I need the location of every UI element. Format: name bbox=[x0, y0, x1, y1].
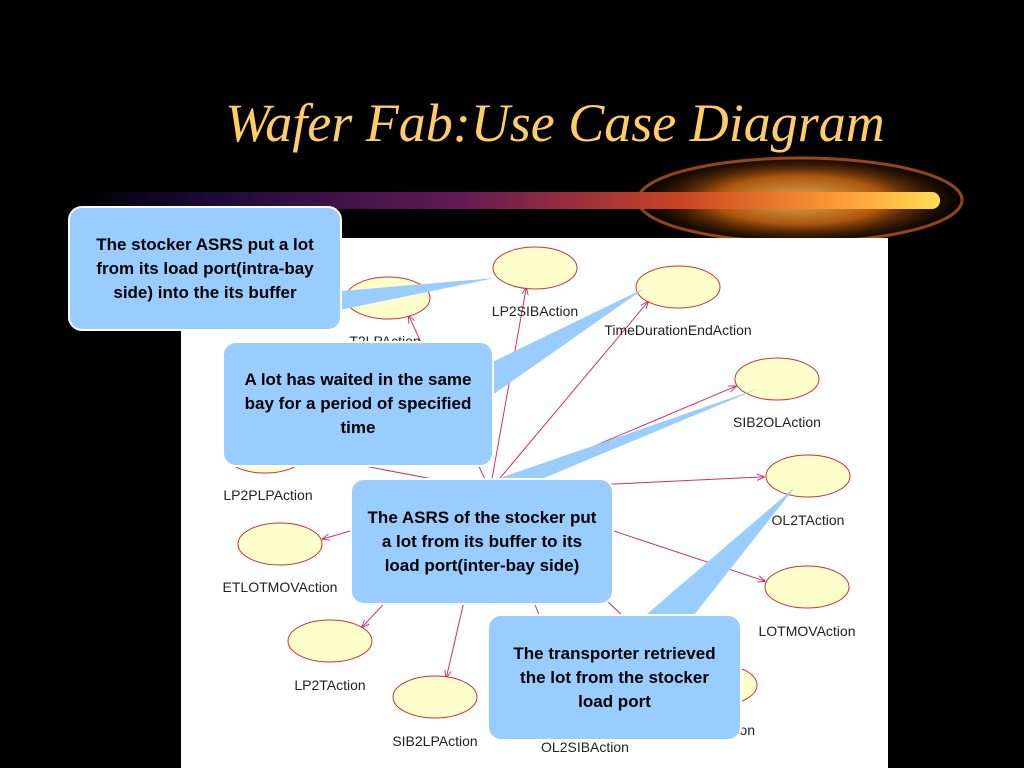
callout-asrs-put-into-buffer: The stocker ASRS put a lot from its load… bbox=[68, 206, 342, 331]
use-case-ellipse bbox=[237, 522, 323, 566]
callout-1-pointer bbox=[330, 278, 495, 312]
association-line bbox=[489, 288, 526, 491]
use-case-label: TimeDurationEndAction bbox=[604, 322, 751, 338]
use-case-label: LP2SIBAction bbox=[492, 303, 578, 319]
use-case-ellipse bbox=[492, 246, 578, 290]
use-case-label: LOTMOVAction bbox=[759, 623, 856, 639]
use-case-ellipse bbox=[287, 619, 373, 663]
use-case-label: SIB2LPAction bbox=[392, 733, 477, 749]
callout-4-pointer bbox=[640, 487, 795, 620]
use-case-label: LP2TAction bbox=[294, 677, 365, 693]
title-underline-beam bbox=[80, 152, 970, 248]
slide-title: Wafer Fab:Use Case Diagram bbox=[225, 93, 885, 153]
use-case-ellipse bbox=[635, 265, 721, 309]
use-case-ellipse bbox=[764, 565, 850, 609]
use-case-ellipse bbox=[765, 454, 851, 498]
use-case-label: OL2TAction bbox=[772, 512, 845, 528]
callout-3-pointer bbox=[480, 388, 760, 488]
callout-asrs-put-to-load-port: The ASRS of the stocker put a lot from i… bbox=[350, 478, 614, 605]
callout-transporter-retrieved: The transporter retrieved the lot from t… bbox=[487, 614, 742, 741]
callout-lot-waited: A lot has waited in the same bay for a p… bbox=[222, 341, 494, 467]
callout-2-pointer bbox=[480, 288, 645, 398]
use-case-label: ETLOTMOVAction bbox=[223, 579, 338, 595]
use-case-label: on bbox=[739, 722, 755, 738]
use-case-ellipse bbox=[392, 675, 478, 719]
use-case-label: OL2SIBAction bbox=[541, 739, 629, 755]
association-line bbox=[489, 302, 648, 491]
use-case-label: LP2PLPAction bbox=[223, 487, 312, 503]
use-case-label: SIB2OLAction bbox=[733, 414, 821, 430]
